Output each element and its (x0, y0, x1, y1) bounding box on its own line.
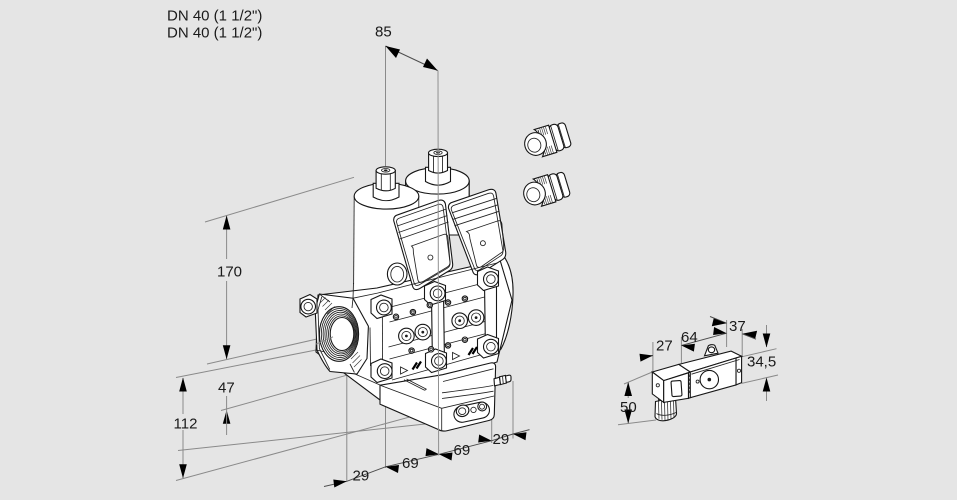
svg-text:29: 29 (353, 468, 370, 485)
svg-text:47: 47 (218, 380, 235, 397)
svg-text:69: 69 (402, 455, 419, 472)
svg-text:112: 112 (174, 416, 198, 433)
svg-text:34,5: 34,5 (747, 354, 776, 371)
svg-text:37: 37 (729, 318, 746, 335)
svg-text:50: 50 (620, 399, 637, 416)
svg-text:29: 29 (493, 431, 510, 448)
svg-text:27: 27 (656, 338, 673, 355)
svg-text:DN 40 (1 1/2"): DN 40 (1 1/2") (167, 8, 262, 25)
svg-text:170: 170 (217, 264, 242, 281)
svg-text:85: 85 (375, 24, 392, 41)
svg-text:DN 40 (1 1/2"): DN 40 (1 1/2") (167, 25, 262, 42)
svg-text:69: 69 (454, 442, 471, 459)
svg-text:64: 64 (681, 329, 698, 346)
